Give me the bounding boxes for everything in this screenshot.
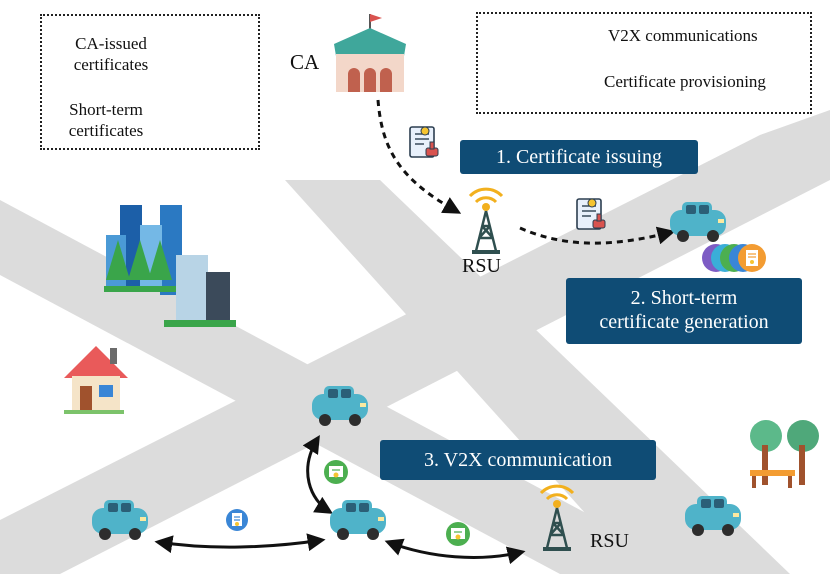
ca-label: CA <box>290 50 320 74</box>
step-1-box: 1. Certificate issuing <box>460 140 698 174</box>
step-2-box: 2. Short-term certificate generation <box>566 278 802 344</box>
rsu-label-top: RSU <box>462 255 501 277</box>
provisioning-arrow-rsu-to-car <box>519 226 676 245</box>
legend-ca-issued-label: CA-issued certificates <box>73 34 149 74</box>
legend-certificates <box>40 14 260 150</box>
rsu-tower-icon <box>468 187 504 256</box>
v2x-arrow-car-to-car-left <box>154 533 326 554</box>
certificate-stack-icon <box>701 243 767 273</box>
certificate-badge-icon <box>445 521 471 547</box>
step-3-box: 3. V2X communication <box>380 440 656 480</box>
certificate-document-icon <box>409 126 439 158</box>
ca-building-icon <box>334 14 406 92</box>
provisioning-arrow-ca-to-rsu <box>376 99 462 214</box>
certificate-badge-icon <box>225 508 249 532</box>
vehicle-icon <box>330 500 386 540</box>
legend-v2x-label: V2X communications <box>608 26 758 45</box>
legend-provisioning-label: Certificate provisioning <box>604 72 766 91</box>
legend-arrows <box>476 12 812 114</box>
legend-short-term-label: Short-term certificates <box>68 100 144 140</box>
park-trees-icon <box>750 420 819 488</box>
certificate-document-icon <box>576 198 606 230</box>
house-icon <box>64 346 128 414</box>
certificate-badge-icon <box>323 459 349 485</box>
office-buildings-icon <box>104 205 236 327</box>
rsu-label-bottom: RSU <box>590 530 629 552</box>
v2x-arrow-car-to-car-up <box>302 434 334 514</box>
v2x-arrow-car-to-rsu <box>384 538 526 565</box>
